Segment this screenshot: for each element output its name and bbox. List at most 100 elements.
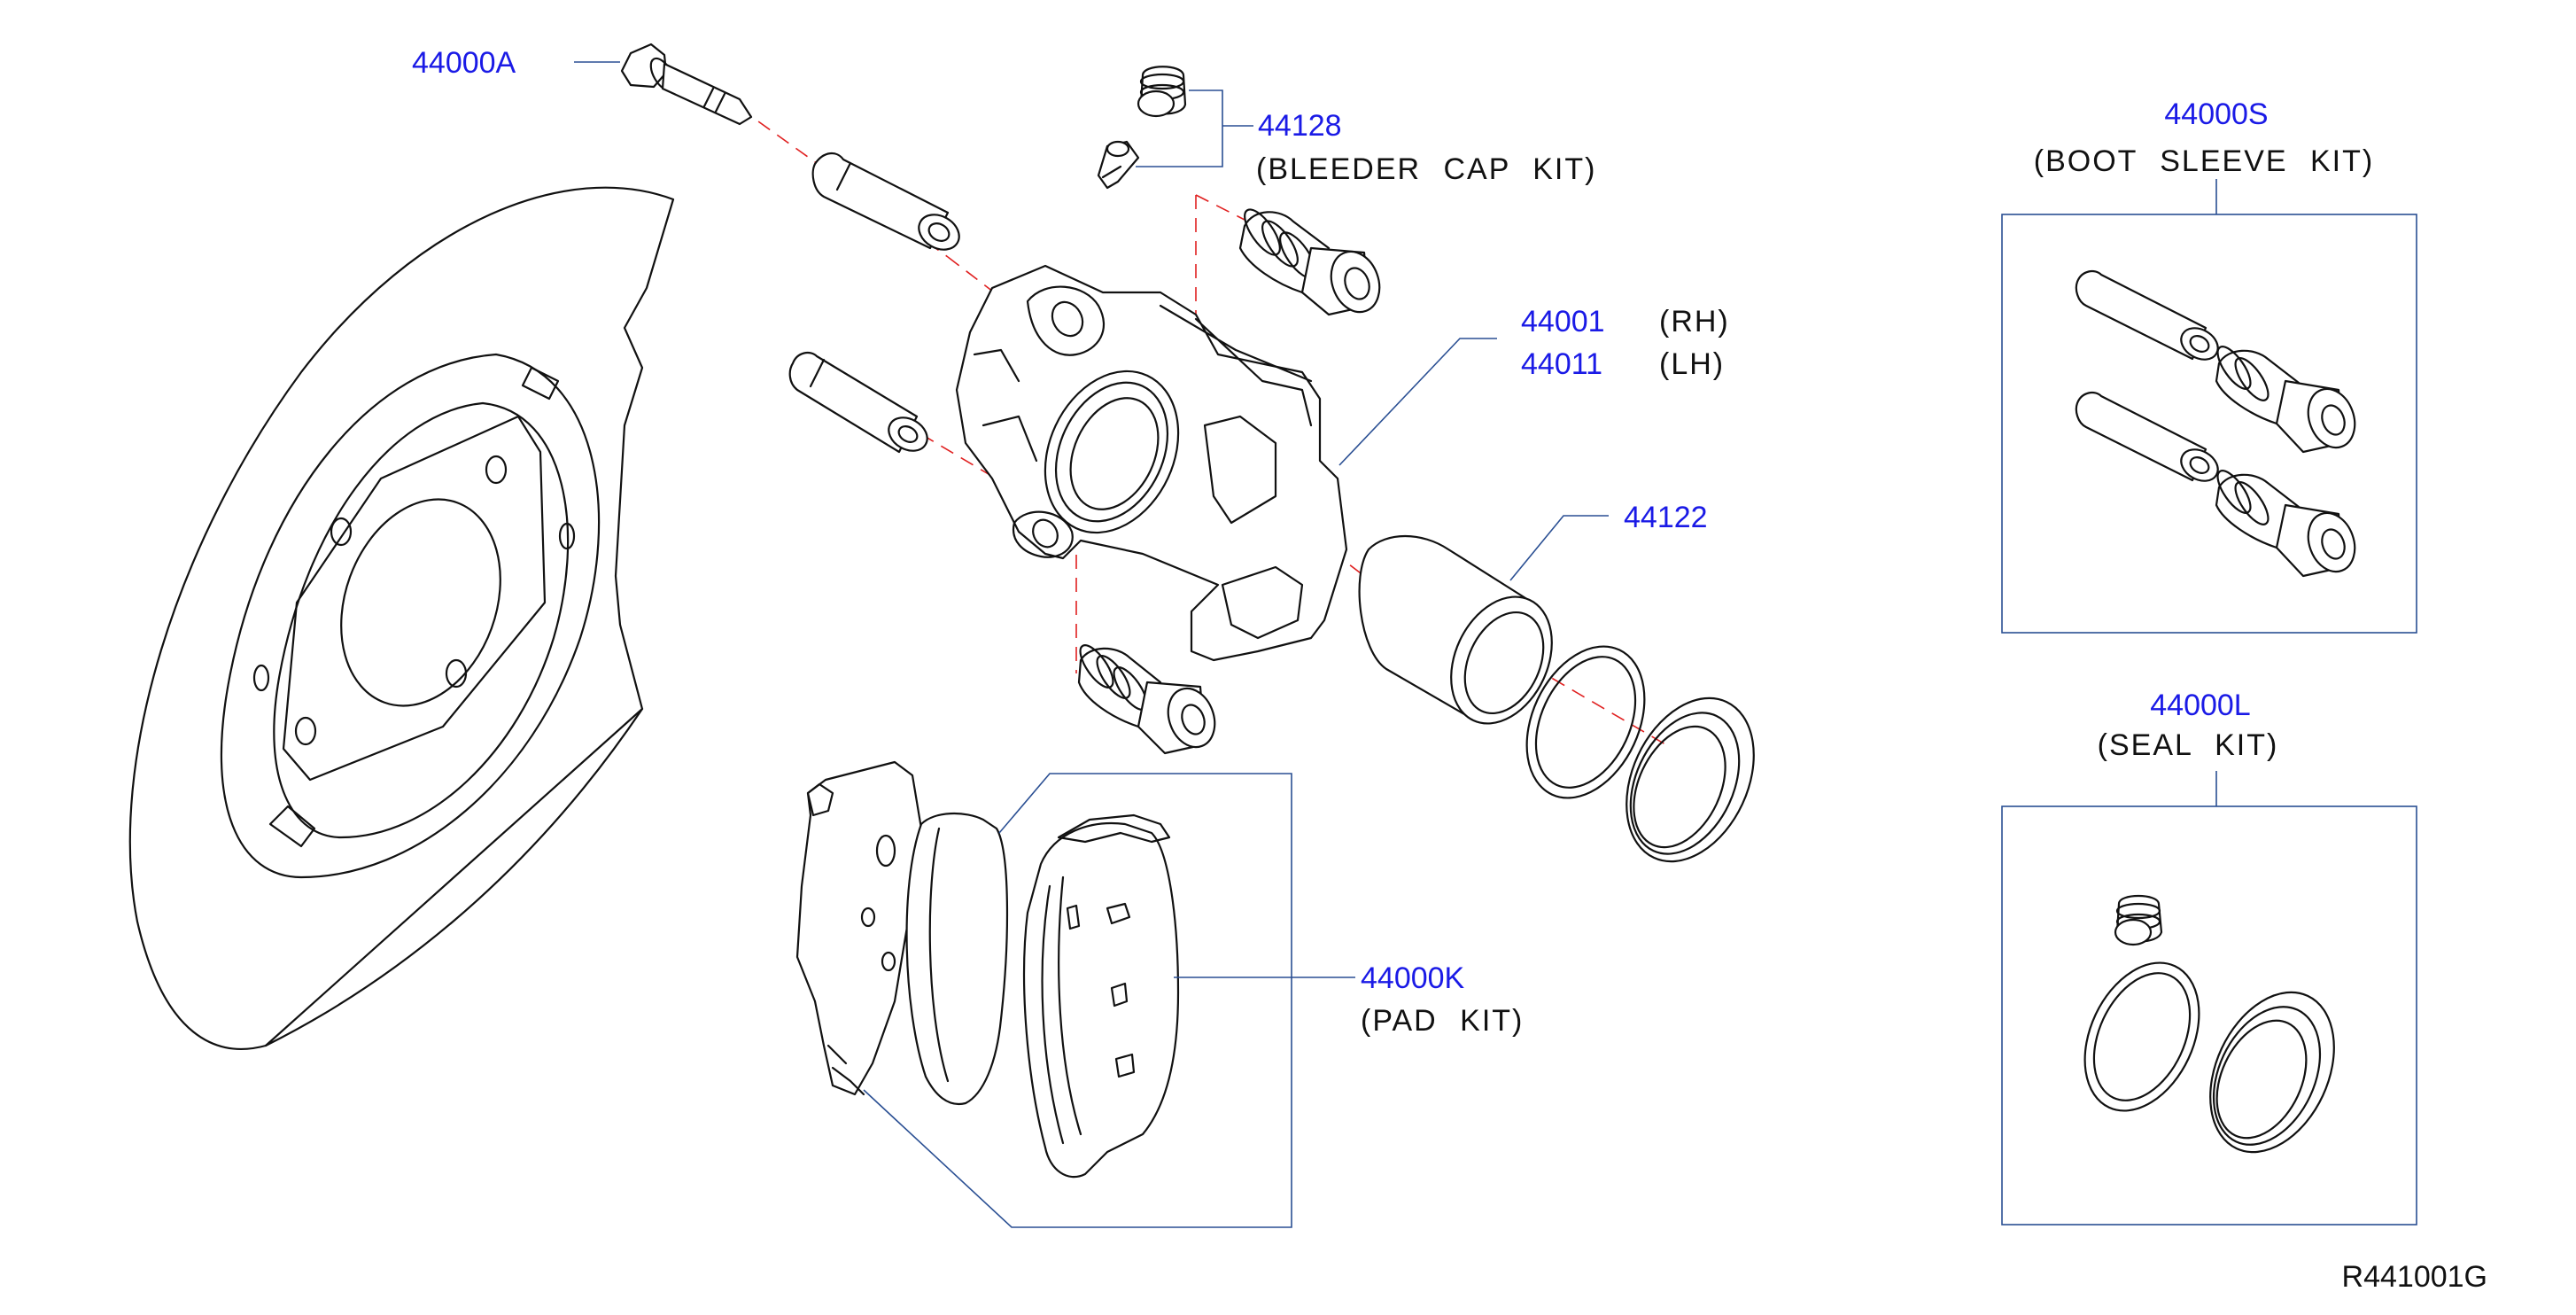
label-44000L: 44000L bbox=[2150, 689, 2250, 722]
label-44128: 44128 bbox=[1258, 109, 1342, 143]
kit-pin-end bbox=[2180, 448, 2219, 482]
caliper-lower-ear-hole bbox=[1032, 518, 1059, 549]
bleeder-screw bbox=[1097, 140, 1140, 190]
label-44000K: 44000K bbox=[1361, 961, 1465, 995]
label-boot-sleeve-kit: (BOOT SLEEVE KIT) bbox=[2034, 144, 2374, 178]
lower-boot-sleeve bbox=[1077, 644, 1216, 755]
label-seal-kit: (SEAL KIT) bbox=[2098, 728, 2279, 762]
inner-pad-backing bbox=[905, 812, 1009, 1106]
shim-plate bbox=[795, 760, 923, 1096]
piston bbox=[1358, 535, 1553, 725]
lower-boot-sleeve-bore bbox=[1181, 704, 1206, 735]
leader-lines bbox=[574, 61, 1609, 1228]
lower-boot-rib bbox=[1096, 655, 1131, 699]
upper-boot-sleeve-end bbox=[1330, 250, 1381, 314]
bleeder-screw-tip bbox=[1106, 140, 1130, 158]
boot-kit-pin-top bbox=[2075, 269, 2219, 361]
kit-sleeve-end bbox=[2307, 511, 2356, 573]
caliper-leader bbox=[1338, 338, 1497, 466]
bleeder-cap-opening bbox=[1137, 89, 1175, 118]
upper-guide-pin bbox=[811, 152, 960, 251]
kit-bleeder-cap-rib bbox=[2115, 902, 2161, 920]
piston-seal-inner bbox=[1534, 656, 1637, 789]
seal-kit-bleeder-cap bbox=[2114, 895, 2163, 946]
caliper-bore-outer bbox=[1044, 370, 1180, 534]
boot-axis-top-line bbox=[1195, 194, 1245, 221]
backing-plate-side-slot bbox=[558, 522, 576, 550]
bolt-thread-line bbox=[702, 87, 715, 108]
boot-kit-frame bbox=[2001, 214, 2417, 634]
backing-plate-bolt-hole bbox=[485, 455, 508, 485]
kit-pin-end-inner bbox=[2189, 456, 2210, 474]
kit-bleeder-cap-opening bbox=[2114, 918, 2153, 946]
upper-boot-rib bbox=[1261, 220, 1299, 268]
shim-hole bbox=[881, 951, 896, 972]
backing-plate bbox=[128, 186, 675, 1050]
kit-seal-outer bbox=[2083, 961, 2200, 1112]
lower-pin-groove bbox=[809, 358, 826, 388]
kit-seal-inner bbox=[2092, 972, 2192, 1101]
seal-kit-piston-seal bbox=[2083, 961, 2200, 1112]
caliper-upper-ear bbox=[1026, 285, 1106, 356]
piston-face-outer bbox=[1450, 595, 1553, 725]
caliper-bore-ring bbox=[1054, 381, 1169, 523]
outer-pad-friction-edge bbox=[1041, 884, 1065, 1145]
kit-bellows-rib bbox=[2216, 470, 2252, 514]
label-44001: 44001 bbox=[1521, 305, 1605, 338]
backing-plate-lower-lip bbox=[264, 707, 644, 1047]
backing-plate-tab bbox=[268, 805, 316, 848]
bleeder-cap bbox=[1137, 66, 1187, 118]
shim-clip bbox=[826, 1044, 865, 1096]
upper-pin-groove bbox=[835, 161, 852, 191]
backing-plate-bolt-hole bbox=[294, 716, 317, 746]
caliper-edge-detail bbox=[973, 348, 1038, 463]
bleeder-screw-thread bbox=[1101, 165, 1122, 179]
piston-leader bbox=[1509, 515, 1609, 581]
boot-kit-pin-bottom bbox=[2075, 391, 2219, 482]
outer-pad-slot bbox=[1106, 902, 1131, 925]
caliper-bridge bbox=[1159, 304, 1313, 427]
backing-plate-bolt-hole bbox=[330, 517, 353, 547]
dust-boot-outer bbox=[1626, 696, 1755, 863]
kit-boot-outer bbox=[2209, 991, 2335, 1154]
dust-boot-mid bbox=[1629, 712, 1741, 855]
lower-pin-end bbox=[888, 416, 928, 452]
backing-plate-side-slot bbox=[252, 664, 270, 692]
upper-pin-end-inner bbox=[927, 222, 950, 242]
pad-inner bbox=[905, 812, 1009, 1106]
seal-kit-frame bbox=[2001, 805, 2417, 1226]
kit-boot-inner bbox=[2215, 1019, 2308, 1140]
backing-plate-inner-rim bbox=[273, 401, 570, 839]
lower-boot-sleeve-end bbox=[1167, 687, 1216, 749]
kit-bellows-rib bbox=[2234, 481, 2270, 525]
bleeder-cap-leader bbox=[1136, 89, 1223, 167]
upper-pin-end bbox=[918, 214, 960, 251]
outer-pad-slot bbox=[1066, 904, 1081, 930]
inner-pad-friction-edge bbox=[928, 827, 950, 1083]
upper-boot-sleeve-bore bbox=[1344, 267, 1370, 300]
outer-pad-inner-edge bbox=[1058, 875, 1082, 1136]
kit-sleeve-end bbox=[2307, 387, 2356, 449]
backing-plate-rim bbox=[220, 353, 601, 879]
label-lh: (LH) bbox=[1659, 347, 1725, 381]
outer-pad-clip bbox=[1057, 813, 1171, 844]
backing-plate-tab bbox=[521, 366, 560, 401]
boot-kit-sleeve-bottom bbox=[2215, 470, 2356, 578]
outer-pad-plate bbox=[1023, 822, 1180, 1179]
pad-shim-left bbox=[795, 760, 923, 1096]
lower-boot-rib bbox=[1079, 644, 1114, 689]
boot-kit-sleeve-top bbox=[2215, 346, 2356, 454]
shim-hole bbox=[875, 834, 896, 868]
backing-plate-bolt-hole bbox=[445, 658, 468, 689]
upper-boot-sleeve bbox=[1238, 208, 1381, 316]
kit-pin-end bbox=[2180, 327, 2219, 361]
part-labels: 44000A 44128 (BLEEDER CAP KIT) 44001 (RH… bbox=[412, 46, 2487, 1294]
bleeder-cap-rib bbox=[1139, 73, 1185, 90]
kit-bellows-rib bbox=[2234, 357, 2270, 401]
label-44122: 44122 bbox=[1624, 501, 1708, 534]
kit-bellows-rib bbox=[2216, 346, 2252, 390]
kit-sleeve-bore bbox=[2321, 528, 2346, 560]
piston-seal-outer bbox=[1525, 645, 1646, 799]
bolt-shank bbox=[661, 62, 753, 126]
label-rh: (RH) bbox=[1659, 305, 1730, 338]
